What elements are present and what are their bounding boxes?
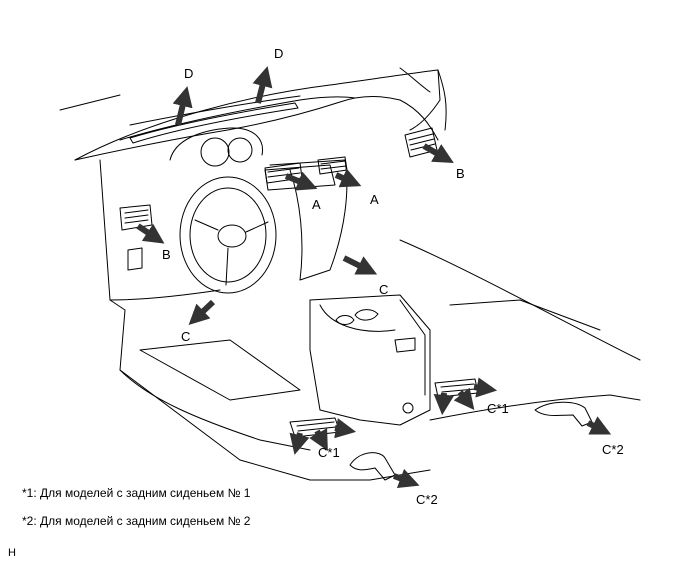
cluster-hood bbox=[169, 127, 264, 161]
label-c-floor: C bbox=[181, 329, 191, 344]
c2-duct-rear bbox=[534, 401, 593, 427]
defroster-slot bbox=[129, 102, 299, 144]
center-stack bbox=[269, 159, 348, 281]
arrow-c-floor bbox=[188, 299, 216, 325]
label-c2-rear: C*2 bbox=[602, 442, 624, 457]
arrow-d-right bbox=[252, 66, 273, 104]
arrow-c1-rear-a bbox=[433, 392, 455, 416]
label-a-right: A bbox=[370, 192, 379, 207]
arrow-d-left bbox=[172, 86, 193, 126]
footnote-1: *1: Для моделей с задним сиденьем № 1 bbox=[22, 486, 251, 500]
c2-duct-front bbox=[349, 452, 396, 481]
left-side-vent bbox=[119, 204, 153, 231]
arrow-c-console bbox=[342, 255, 378, 275]
floor-left bbox=[119, 309, 311, 451]
figure-id: H bbox=[8, 547, 16, 559]
label-b-left: B bbox=[162, 247, 171, 262]
arrow-c1-rear-b bbox=[453, 387, 475, 410]
arrow-b-right bbox=[422, 143, 454, 164]
arrow-c1-front-b bbox=[309, 428, 328, 451]
label-d-left: D bbox=[184, 66, 194, 81]
label-c1-rear: C*1 bbox=[487, 401, 509, 416]
label-b-right: B bbox=[456, 166, 465, 181]
arrow-b-left bbox=[136, 223, 165, 244]
footnote-2: *2: Для моделей с задним сиденьем № 2 bbox=[22, 514, 251, 528]
arrow-c2-rear bbox=[586, 416, 612, 435]
label-c-console: C bbox=[379, 282, 389, 297]
arrow-c1-front-a bbox=[289, 432, 310, 455]
arrow-a-right bbox=[334, 168, 362, 188]
center-console bbox=[309, 294, 431, 426]
label-d-right: D bbox=[274, 46, 284, 61]
arrow-a-left bbox=[284, 171, 318, 191]
label-c1-front: C*1 bbox=[318, 445, 340, 460]
label-a-left: A bbox=[312, 197, 321, 212]
arrow-c1-rear-c bbox=[473, 377, 498, 398]
windshield-frame bbox=[74, 69, 441, 161]
label-c2-front: C*2 bbox=[416, 492, 438, 507]
floor-right bbox=[399, 239, 641, 361]
arrow-c2-front bbox=[392, 468, 420, 488]
dashboard-top bbox=[74, 96, 439, 161]
steering-wheel bbox=[179, 176, 277, 294]
arrow-c1-front-c bbox=[334, 418, 357, 439]
